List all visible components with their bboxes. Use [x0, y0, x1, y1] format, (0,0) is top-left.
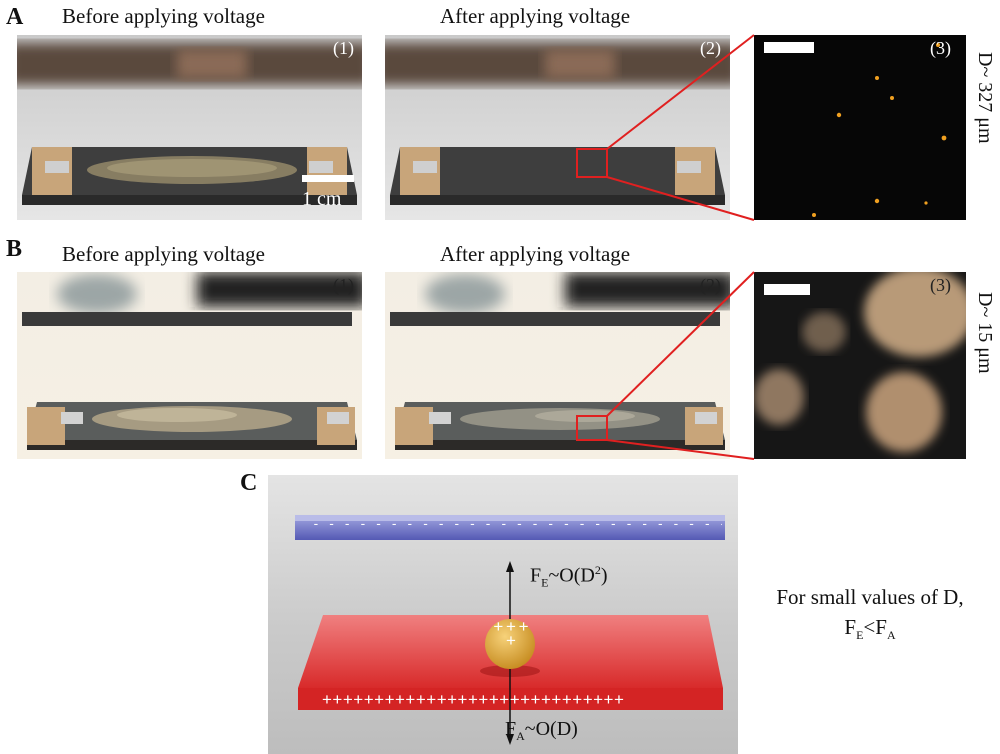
panel-b-sub-label-1: (1) — [333, 275, 354, 295]
panel-a-microscope-image — [754, 35, 966, 220]
panel-c-scene — [268, 475, 738, 754]
bottom-plate-charges: +++++++++++++++++++++++++++++ — [322, 690, 625, 709]
panel-b-sub-label-3: (3) — [930, 275, 951, 295]
small-d-note-line1: For small values of D, — [776, 585, 964, 609]
panel-b-caption-after: After applying voltage — [440, 242, 631, 266]
panel-a-letter: A — [6, 4, 24, 30]
panel-a-sub-label-2: (2) — [700, 38, 721, 58]
panel-b-microscope-image — [754, 272, 966, 459]
panel-a-photo-before — [17, 35, 362, 220]
panel-b-photo-after — [385, 272, 730, 459]
top-plate-charges: - - - - - - - - - - - - - - - - - - - - … — [312, 517, 722, 532]
force-adhesion-label: FA~O(D) — [505, 718, 578, 743]
panel-b-sub-label-2: (2) — [700, 275, 721, 295]
top-plate — [295, 518, 725, 540]
force-arrow-head-up — [506, 561, 514, 572]
panel-a-photo-after — [385, 35, 730, 220]
charged-particle — [485, 619, 535, 669]
panel-a-sub-label-1: (1) — [333, 38, 354, 58]
panel-a-particle-size-label: D~ 327 μm — [974, 52, 996, 144]
panel-a-caption-after: After applying voltage — [440, 4, 631, 28]
force-electric-label: FE~O(D2) — [530, 563, 608, 590]
force-arrow-head-down — [506, 734, 514, 745]
panel-b-photo-before — [17, 272, 362, 459]
panel-a-scale-bar-label: 1 cm — [302, 188, 342, 210]
small-d-note: For small values of D, FE<FA — [745, 582, 995, 650]
panel-a-caption-before: Before applying voltage — [62, 4, 265, 28]
particle-charges: + + + + — [493, 617, 529, 650]
panel-b-letter: B — [6, 236, 23, 262]
panel-b-caption-before: Before applying voltage — [62, 242, 265, 266]
panel-c-letter: C — [240, 470, 258, 496]
panel-a-sub-label-3: (3) — [930, 38, 951, 58]
panel-b-particle-size-label: D~ 15 μm — [974, 292, 996, 374]
small-d-note-line2: FE<FA — [844, 615, 896, 643]
